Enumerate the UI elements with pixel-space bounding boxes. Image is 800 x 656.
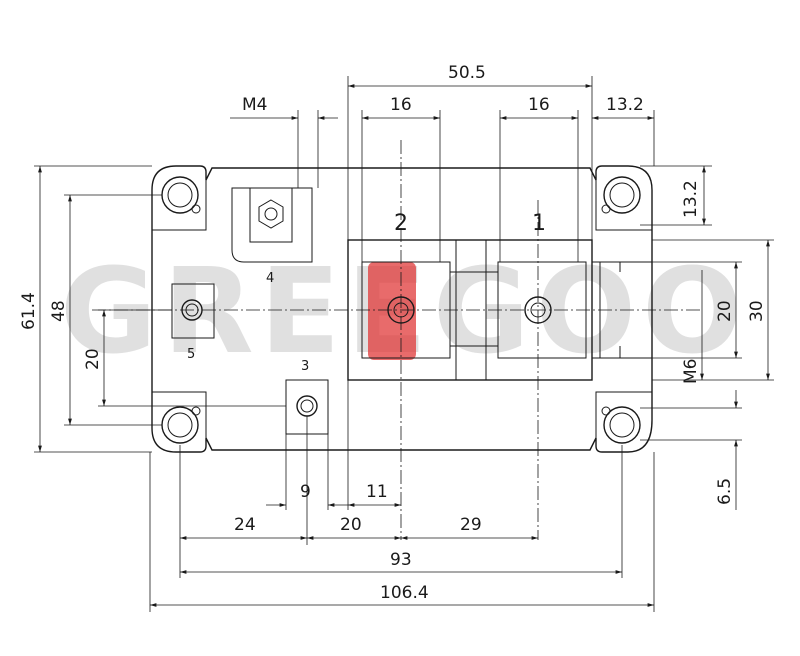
watermark: GREEGOO: [60, 242, 742, 380]
dim-terminal-height-inner: 20: [715, 300, 735, 322]
extension-lines: [34, 76, 774, 612]
pin-label-5: 5: [187, 347, 195, 362]
dim-thread-aux: M4: [242, 95, 267, 115]
dimension-lines: [38, 84, 770, 607]
dim-terminal-height-outer: 30: [747, 300, 767, 322]
pin-label-3: 3: [301, 359, 309, 374]
dim-top-offset: 13.2: [681, 180, 701, 218]
dim-overall-width: 106.4: [380, 583, 429, 603]
dim-right-offset: 13.2: [606, 95, 644, 115]
body-inner-outline: [152, 180, 652, 438]
dim-terminal-span: 50.5: [448, 63, 486, 83]
terminal-4: 4: [231, 187, 313, 286]
dim-overall-height: 61.4: [19, 292, 39, 330]
pin-label-1: 1: [532, 211, 546, 236]
dim-20-bottom: 20: [340, 515, 362, 535]
mount-hole-bottom-left: [161, 406, 201, 444]
dim-9: 9: [300, 482, 311, 502]
dim-thread-main: M6: [681, 359, 701, 384]
dim-terminal-width-right: 16: [528, 95, 550, 115]
dim-aux-vertical: 20: [83, 348, 103, 370]
center-lines: [92, 140, 700, 540]
mount-hole-bottom-right: [601, 406, 641, 444]
dim-11: 11: [366, 482, 388, 502]
dim-29: 29: [460, 515, 482, 535]
mount-hole-top-left: [161, 176, 201, 214]
mount-hole-top-right: [601, 176, 641, 214]
dim-24: 24: [234, 515, 256, 535]
dim-terminal-width-left: 16: [390, 95, 412, 115]
dim-bottom-offset: 6.5: [715, 478, 735, 505]
watermark-accent: [368, 262, 416, 360]
pin-label-4: 4: [266, 271, 274, 286]
dimension-labels: 106.4 93 50.5 16 16 13.2 M4 24 20 29 9 1…: [19, 63, 767, 603]
dim-hole-spacing: 93: [390, 550, 412, 570]
dim-hole-vertical: 48: [49, 300, 69, 322]
